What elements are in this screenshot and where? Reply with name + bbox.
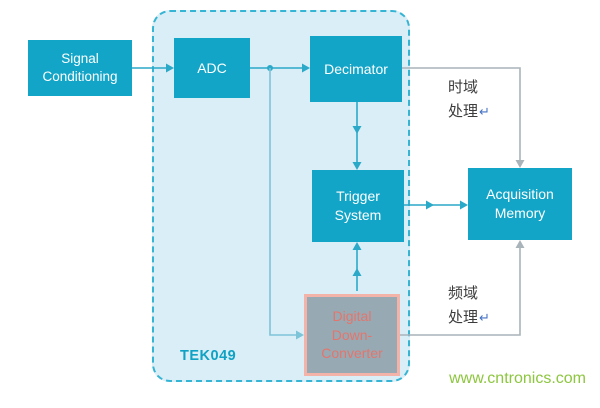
time-domain-text: 处理	[448, 103, 479, 120]
signal-conditioning-label: Signal Conditioning	[42, 50, 118, 84]
time-domain-line1: 时域	[448, 79, 479, 96]
freq-domain-label: 频域 处理↵	[448, 282, 518, 330]
arrowhead-decimator-to-memory	[515, 160, 525, 168]
arrowhead-ddc-to-memory	[515, 240, 525, 248]
digital-down-converter-label: Digital Down-Converter	[321, 307, 383, 362]
freq-domain-text: 处理	[448, 309, 479, 326]
adc-label: ADC	[197, 59, 227, 76]
watermark: www.cntronics.com	[449, 370, 586, 387]
arrowhead-trigger-to-memory-mid	[426, 200, 434, 210]
time-domain-label: 时域 处理↵	[448, 76, 518, 124]
trigger-system-label: Trigger System	[334, 188, 382, 223]
tek049-label: TEK049	[180, 348, 237, 364]
decimator-block: Decimator	[310, 36, 402, 102]
arrowhead-trigger-to-memory	[460, 200, 468, 210]
trigger-system-block: Trigger System	[312, 170, 404, 242]
acquisition-memory-label: Acquisition Memory	[486, 186, 554, 221]
adc-block: ADC	[174, 38, 250, 98]
acquisition-memory-block: Acquisition Memory	[468, 168, 572, 240]
return-mark-icon: ↵	[479, 310, 490, 325]
freq-domain-line1: 频域	[448, 285, 479, 302]
freq-domain-line2: 处理↵	[448, 306, 518, 330]
digital-down-converter-block: Digital Down-Converter	[304, 294, 400, 376]
time-domain-line2: 处理↵	[448, 100, 518, 124]
return-mark-icon: ↵	[479, 104, 490, 119]
signal-conditioning-block: Signal Conditioning	[28, 40, 132, 96]
decimator-label: Decimator	[324, 60, 388, 77]
